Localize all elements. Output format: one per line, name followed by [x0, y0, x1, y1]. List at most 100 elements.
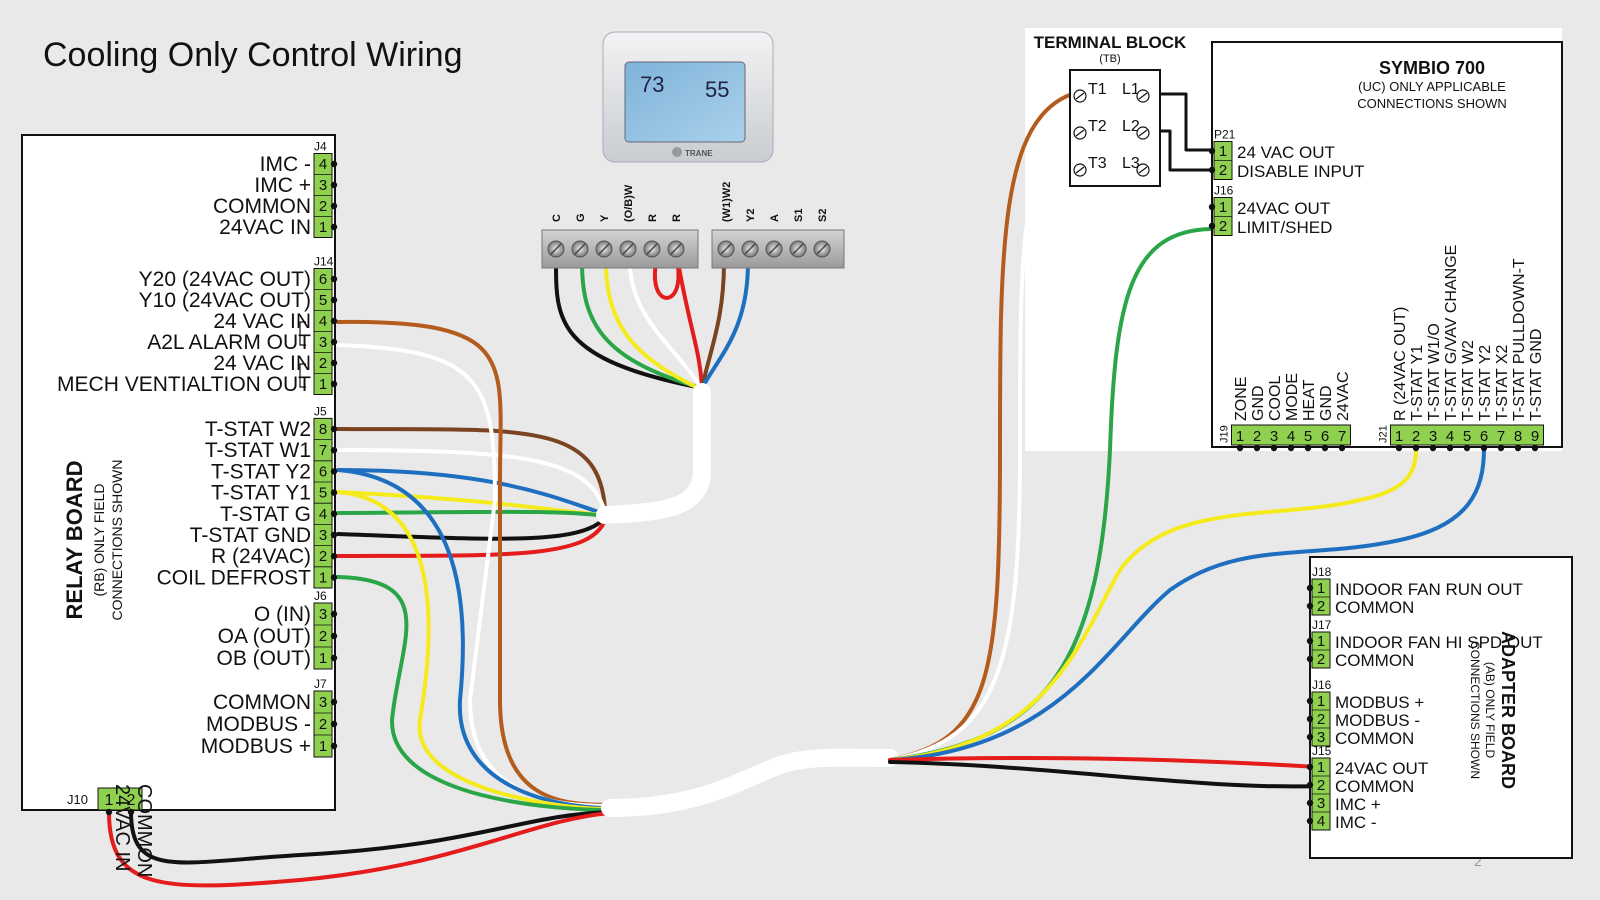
- wire-j21-y2-blue: [888, 446, 1486, 762]
- relay-j5-label: R (24VAC): [211, 545, 311, 568]
- adapter-j15-terminal-dot[interactable]: [1306, 799, 1314, 807]
- adapter-j18-terminal-dot[interactable]: [1306, 584, 1314, 592]
- symbio-j21-terminal-dot[interactable]: [1480, 444, 1488, 452]
- relay-j5-terminal-dot[interactable]: [330, 510, 338, 517]
- symbio-j21-terminal-dot[interactable]: [1514, 444, 1522, 452]
- relay-j5-label: T-STAT GND: [190, 524, 311, 547]
- adapter-j15-pin: 3: [1317, 795, 1325, 812]
- relay-j4-terminal-dot[interactable]: [330, 202, 338, 210]
- relay-j10-terminal-dot[interactable]: [127, 808, 135, 816]
- symbio-j19-label: ZONE: [1233, 377, 1250, 421]
- adapter-j15-pin: 4: [1317, 813, 1325, 830]
- symbio-j21-terminal-dot[interactable]: [1446, 444, 1454, 452]
- adapter-j17-terminal-dot[interactable]: [1306, 655, 1314, 663]
- adapter-j16-terminal-dot[interactable]: [1306, 697, 1314, 705]
- relay-j5-pin: 3: [319, 527, 327, 544]
- adapter-j18-terminal-dot[interactable]: [1306, 602, 1314, 610]
- relay-j14-terminal-dot[interactable]: [330, 359, 338, 367]
- relay-j6-terminal-dot[interactable]: [330, 610, 338, 618]
- relay-j10-terminal-dot[interactable]: [105, 808, 113, 816]
- relay-j14-label: Y10 (24VAC OUT): [139, 289, 311, 312]
- symbio-j21-label: R (24VAC OUT): [1392, 307, 1409, 421]
- thermostat-terminal-slot: [744, 243, 756, 255]
- relay-j5-terminal-dot[interactable]: [330, 531, 338, 539]
- symbio-p21-terminal-dot[interactable]: [1208, 166, 1216, 174]
- symbio-j21-terminal-dot[interactable]: [1429, 444, 1437, 452]
- adapter-j15-terminal-dot[interactable]: [1306, 781, 1314, 789]
- relay-j4-terminal-dot[interactable]: [330, 181, 338, 189]
- symbio-j21-terminal-dot[interactable]: [1531, 444, 1539, 452]
- adapter-j16-terminal-dot[interactable]: [1306, 715, 1314, 723]
- symbio-j21-terminal-dot[interactable]: [1412, 444, 1420, 452]
- thermostat-terminal-label: Y: [599, 214, 611, 222]
- thermostat-terminal-label: R: [671, 214, 683, 222]
- adapter-j17-id: J17: [1312, 618, 1332, 632]
- symbio-j19-terminal-dot[interactable]: [1338, 444, 1346, 452]
- relay-board-title: RELAY BOARD: [62, 461, 87, 620]
- relay-j14-terminal-dot[interactable]: [330, 275, 338, 283]
- relay-j4-pin: 3: [319, 177, 327, 194]
- relay-j5-terminal-dot[interactable]: [330, 447, 338, 454]
- adapter-j16-terminal-dot[interactable]: [1306, 733, 1314, 741]
- adapter-j17-pin: 2: [1317, 651, 1325, 668]
- relay-j5-label: T-STAT W1: [205, 439, 311, 462]
- relay-j7-terminal-dot[interactable]: [330, 720, 338, 728]
- symbio-j21-pin: 1: [1395, 428, 1403, 445]
- wire-tstat-r-red: [676, 260, 704, 390]
- relay-j4-terminal-dot[interactable]: [330, 160, 338, 168]
- relay-j5-label: T-STAT Y1: [211, 482, 311, 505]
- relay-j7-terminal-dot[interactable]: [330, 698, 338, 706]
- relay-j5-terminal-dot[interactable]: [330, 574, 338, 581]
- wire-tb-t2-white: [888, 129, 1074, 762]
- thermostat-terminal-label: A: [769, 214, 781, 222]
- adapter-j15-terminal-dot[interactable]: [1306, 763, 1314, 771]
- symbio-j16-id: J16: [1214, 184, 1234, 198]
- relay-j6-terminal-dot[interactable]: [330, 632, 338, 640]
- relay-j5-terminal-dot[interactable]: [330, 489, 338, 496]
- relay-j5-terminal-dot[interactable]: [330, 468, 338, 475]
- symbio-j16-terminal-dot[interactable]: [1208, 222, 1216, 230]
- relay-j4-terminal-dot[interactable]: [330, 223, 338, 231]
- relay-j5-terminal-dot[interactable]: [330, 425, 338, 433]
- wire-j5-w2-brown: [336, 427, 607, 512]
- relay-j14-terminal-dot[interactable]: [330, 338, 338, 346]
- relay-j14-terminal-dot[interactable]: [330, 380, 338, 388]
- symbio-p21-terminal-dot[interactable]: [1208, 147, 1216, 155]
- relay-j5-terminal-dot[interactable]: [330, 553, 338, 560]
- symbio-j21-terminal-dot[interactable]: [1497, 444, 1505, 452]
- symbio-subtitle1: (UC) ONLY APPLICABLE: [1358, 79, 1506, 94]
- symbio-j16-terminal-dot[interactable]: [1208, 203, 1216, 211]
- symbio-j21-terminal-dot[interactable]: [1463, 444, 1471, 452]
- symbio-j19-terminal-dot[interactable]: [1236, 444, 1244, 452]
- symbio-j19-terminal-dot[interactable]: [1287, 444, 1295, 452]
- symbio-j21-label: T-STAT GND: [1528, 329, 1545, 421]
- relay-j5-pin: 5: [319, 485, 327, 502]
- thermostat-terminal-label: S2: [817, 209, 829, 222]
- relay-j14-terminal-dot[interactable]: [330, 317, 338, 325]
- adapter-j16-label: COMMON: [1335, 729, 1414, 748]
- wires: [107, 92, 1486, 888]
- relay-j6-terminal-dot[interactable]: [330, 654, 338, 662]
- symbio-j19-terminal-dot[interactable]: [1304, 444, 1312, 452]
- adapter-j17-terminal-dot[interactable]: [1306, 637, 1314, 645]
- relay-j7-terminal-dot[interactable]: [330, 742, 338, 750]
- relay-j5-label: T-STAT W2: [205, 418, 311, 441]
- symbio-j19-terminal-dot[interactable]: [1253, 444, 1261, 452]
- relay-j14-pin: 2: [319, 355, 327, 372]
- adapter-j17-label: COMMON: [1335, 651, 1414, 670]
- relay-j5-pin: 8: [319, 421, 327, 438]
- symbio-j19-terminal-dot[interactable]: [1321, 444, 1329, 452]
- relay-j14-terminal-dot[interactable]: [330, 296, 338, 304]
- symbio-j19-pin: 3: [1270, 428, 1278, 445]
- symbio-j21-terminal-dot[interactable]: [1395, 444, 1403, 452]
- adapter-j15-terminal-dot[interactable]: [1306, 817, 1314, 825]
- symbio-j19-terminal-dot[interactable]: [1270, 444, 1278, 452]
- relay-j4-pin: 2: [319, 198, 327, 215]
- symbio-j21-label: T-STAT PULLDOWN-T: [1511, 258, 1528, 421]
- wire-tb-l1-black: [1144, 92, 1228, 152]
